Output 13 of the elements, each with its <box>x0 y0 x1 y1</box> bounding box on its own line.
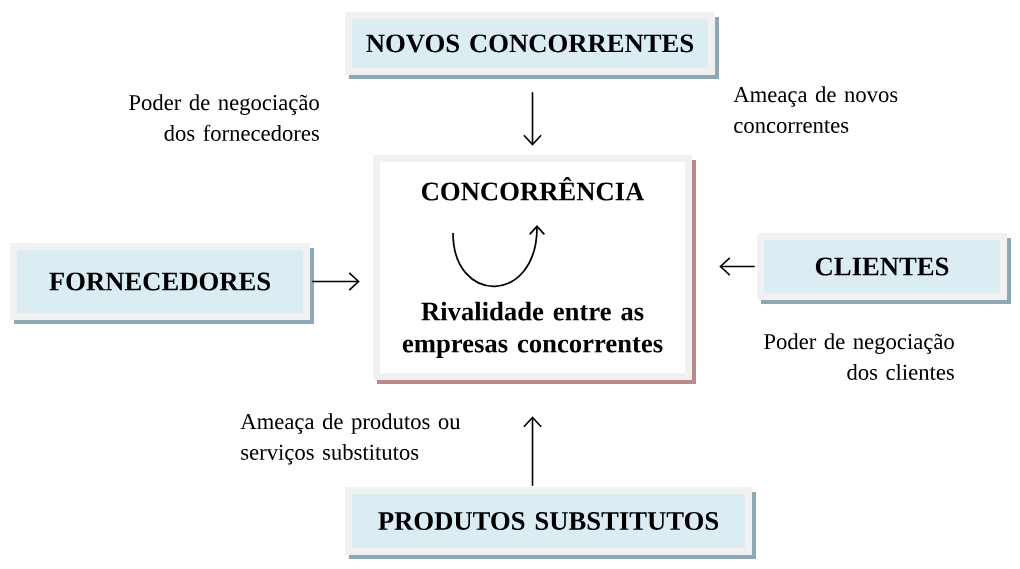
process-box: CONCORRÊNCIA Rivalidade entre as empresas concorrentes <box>373 155 696 384</box>
annotation-text: Poder de negociação dos fornecedores <box>129 94 319 141</box>
arrow <box>311 272 360 291</box>
annotation-text: Ameaça de novos concorrentes <box>733 86 898 133</box>
process-box: PRODUTOS SUBSTITUTOS <box>345 487 756 559</box>
arrow <box>523 91 542 146</box>
annotation-text: Ameaça de produtos ou serviços substitutos <box>240 413 461 465</box>
arrow <box>719 257 756 276</box>
arrow <box>523 416 542 487</box>
process-box: NOVOS CONCORRENTES <box>345 12 719 79</box>
process-box: CLIENTES <box>757 233 1011 304</box>
annotation-text: Poder de negociação dos clientes <box>764 333 954 380</box>
process-box: FORNECEDORES <box>10 243 314 324</box>
